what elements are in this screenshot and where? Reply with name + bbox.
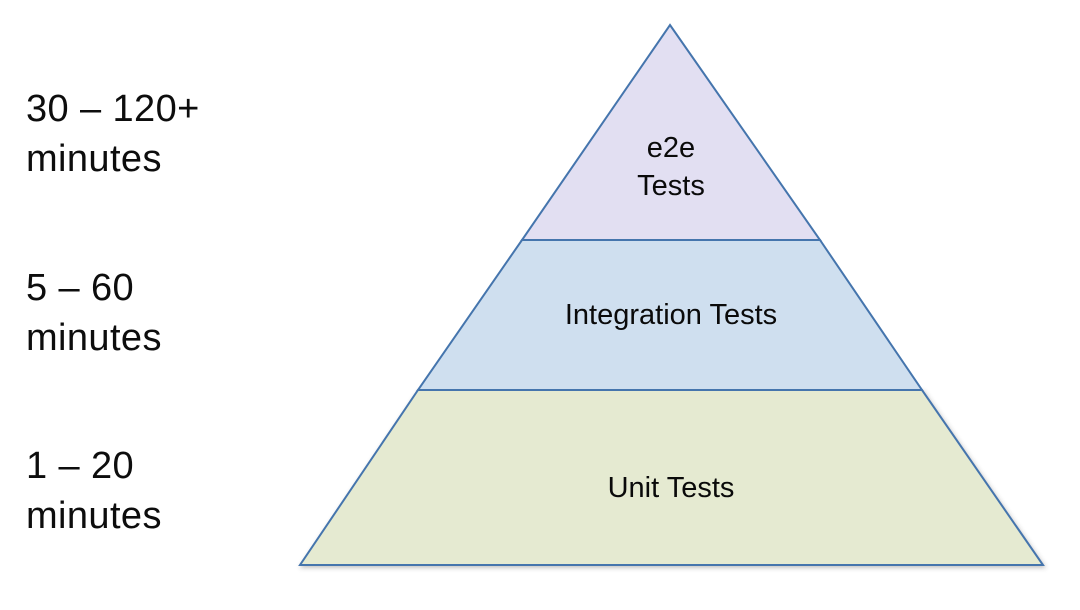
duration-e2e-range: 30 – 120+ (26, 88, 200, 130)
pyramid-label-e2e-line2: Tests (637, 170, 705, 202)
duration-label-integration: 5 – 60 minutes (26, 263, 162, 363)
duration-e2e-unit: minutes (26, 138, 162, 180)
pyramid-label-integration-line1: Integration Tests (564, 299, 778, 331)
pyramid-label-unit-line1: Unit Tests (607, 472, 735, 504)
pyramid-label-e2e: e2e Tests (637, 129, 705, 205)
duration-unit-range: 1 – 20 (26, 445, 135, 487)
duration-label-e2e: 30 – 120+ minutes (26, 84, 200, 184)
duration-label-unit: 1 – 20 minutes (26, 441, 162, 541)
duration-integration-range: 5 – 60 (26, 267, 135, 309)
pyramid-label-unit: Unit Tests (608, 469, 735, 507)
duration-integration-unit: minutes (26, 317, 162, 359)
pyramid-tier-e2e[interactable] (520, 23, 822, 241)
pyramid-label-e2e-line1: e2e (646, 132, 696, 164)
duration-unit-unit: minutes (26, 495, 162, 537)
pyramid-label-integration: Integration Tests (565, 296, 777, 334)
